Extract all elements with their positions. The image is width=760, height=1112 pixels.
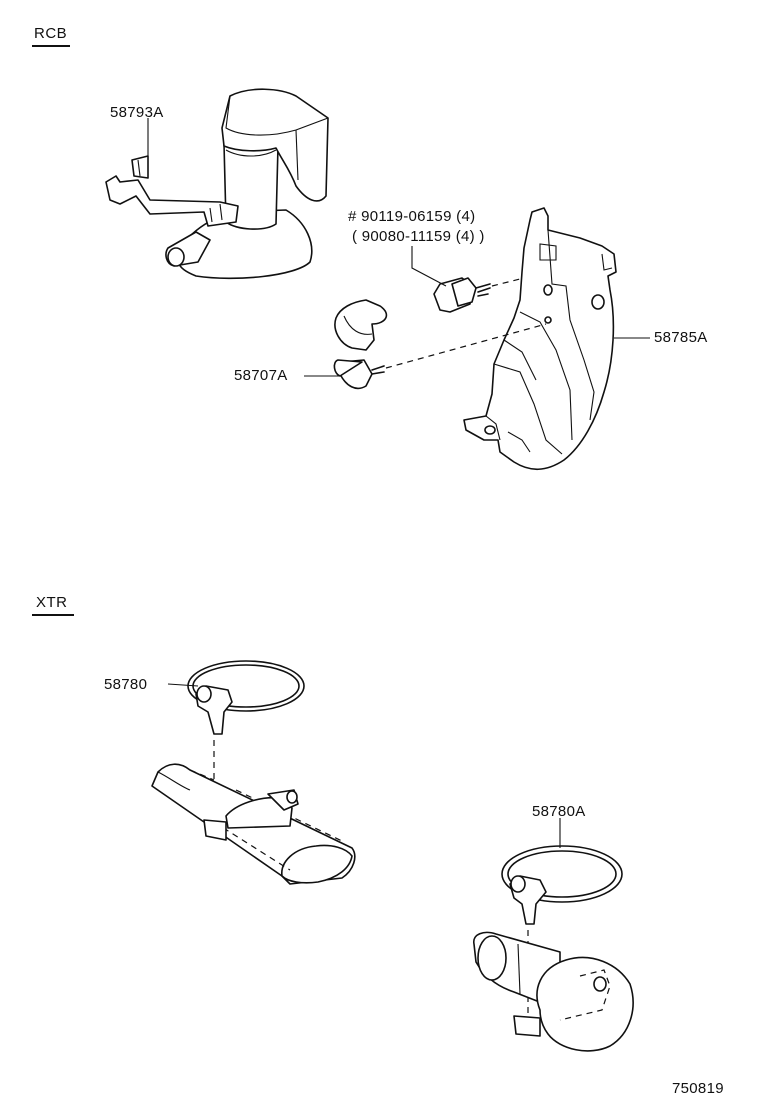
- clip-axis-dash: [385, 323, 547, 369]
- leader-58780: [167, 683, 199, 687]
- leader-bolt: [411, 246, 447, 287]
- part-label-58780a: 58780A: [532, 803, 586, 820]
- clamp-ring-58780a: [501, 845, 623, 925]
- bolt-90119-06159: [433, 277, 491, 313]
- bolt-axis-dash: [491, 273, 541, 287]
- section-underline-rcb: [32, 45, 70, 47]
- section-title-xtr: XTR: [36, 594, 68, 611]
- bolt-note-line-2: ( 90080-11159 (4) ): [352, 228, 485, 245]
- clamp-ring-58780: [187, 660, 305, 735]
- part-label-58785a: 58785A: [654, 329, 708, 346]
- part-label-58707a: 58707A: [234, 367, 288, 384]
- part-label-58780: 58780: [104, 676, 148, 693]
- lamp-bulb-xtr: [473, 931, 634, 1052]
- figure-number: 750819: [672, 1080, 724, 1097]
- bolt-note-line-1: # 90119-06159 (4): [348, 208, 476, 225]
- part-label-58793a: 58793A: [110, 104, 164, 121]
- lamp-tube-xtr: [151, 763, 356, 885]
- section-underline-xtr: [32, 614, 74, 616]
- lamp-assembly-rcb: [165, 88, 329, 280]
- clamp-58793a: [105, 155, 239, 227]
- clip-58707a: [333, 299, 388, 390]
- section-title-rcb: RCB: [34, 25, 68, 42]
- bracket-58785a: [463, 207, 617, 471]
